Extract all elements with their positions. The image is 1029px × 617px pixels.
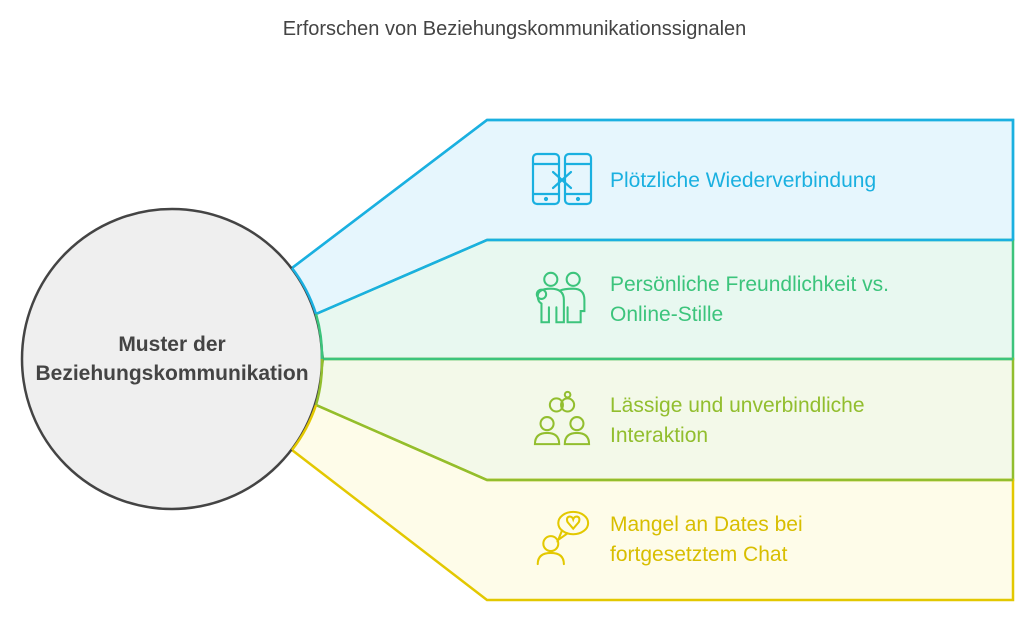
center-label-line2: Beziehungskommunikation [35, 362, 309, 385]
item-label-1: Plötzliche Wiederverbindung [610, 169, 877, 192]
diagram-title: Erforschen von Beziehungskommunikationss… [282, 18, 747, 40]
chat-heart-icon [536, 510, 590, 566]
item-label-4: Mangel an Dates bei fortgesetztem Chat [610, 513, 803, 566]
friends-icon [535, 271, 586, 324]
casual-couple-icon [533, 390, 591, 446]
center-label-line1: Muster der [118, 333, 226, 356]
center-label: Muster der Beziehungskommunikation [22, 330, 322, 388]
phones-disconnect-icon [531, 152, 593, 206]
item-label-2: Persönliche Freundlichkeit vs. Online-St… [610, 273, 889, 326]
item-label-3: Lässige und unverbindliche Interaktion [610, 394, 865, 447]
